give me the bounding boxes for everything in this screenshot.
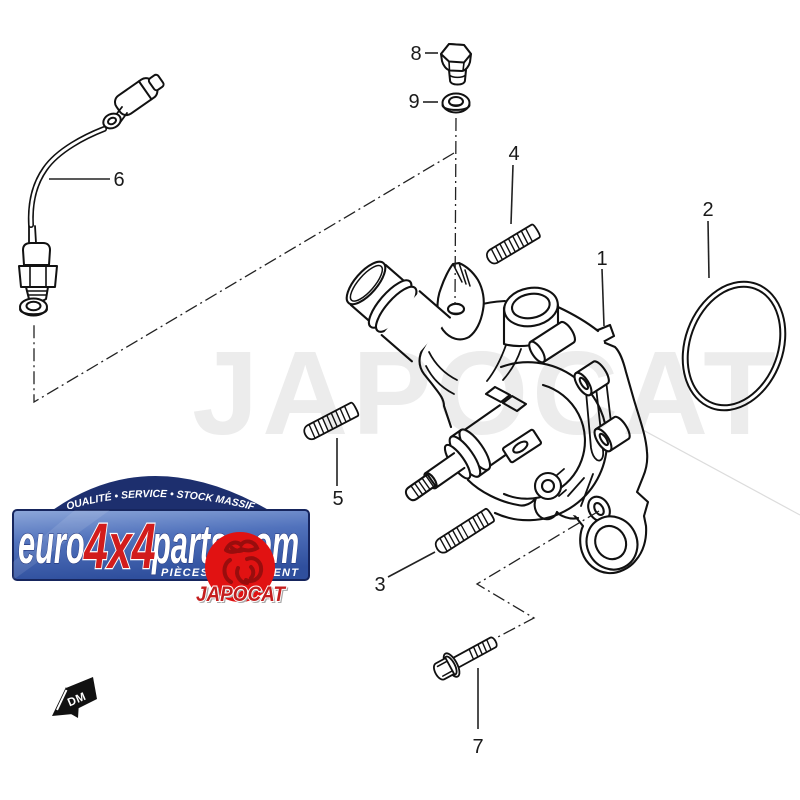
svg-text:8: 8 [410, 43, 421, 65]
svg-text:9: 9 [408, 91, 419, 113]
svg-text:JAPOCAT: JAPOCAT [192, 327, 780, 460]
svg-text:euro: euro [18, 515, 85, 575]
svg-text:2: 2 [702, 199, 713, 221]
svg-text:7: 7 [472, 736, 483, 758]
svg-text:JAPOCAT: JAPOCAT [196, 583, 287, 606]
svg-text:5: 5 [332, 488, 343, 510]
svg-text:6: 6 [113, 169, 124, 191]
svg-text:JAPOCAT: JAPOCAT [198, 585, 289, 608]
svg-text:4x4: 4x4 [83, 510, 155, 582]
svg-text:4: 4 [508, 143, 519, 165]
svg-text:1: 1 [596, 248, 607, 270]
svg-text:3: 3 [374, 574, 385, 596]
